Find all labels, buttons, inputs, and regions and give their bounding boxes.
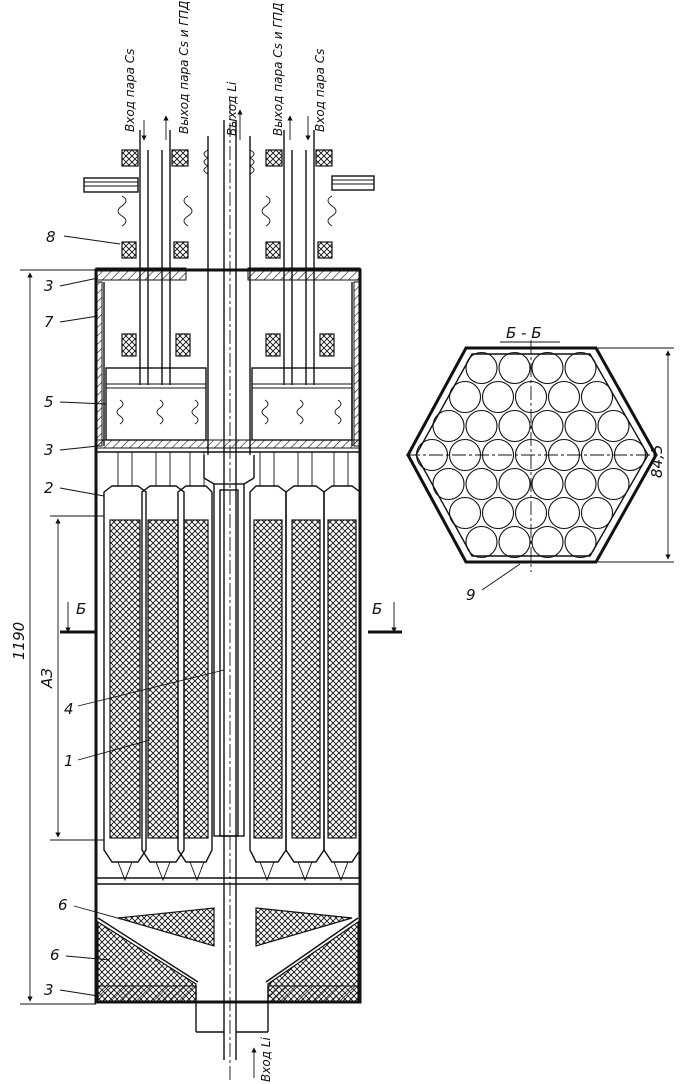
- rod-circle: [564, 409, 597, 443]
- rod-circle: [597, 409, 630, 443]
- leaders: [59, 235, 225, 997]
- flow-arrows: [141, 109, 311, 1078]
- hex-section: [406, 340, 674, 591]
- rod-circle: [531, 467, 564, 501]
- callout-3-bottom: 3: [44, 981, 54, 999]
- rod-circle: [613, 438, 647, 472]
- label-cs-gpd-out-right: Выход пара Cs и ГПД: [271, 3, 285, 136]
- rod-circle: [580, 380, 614, 414]
- rod-circle: [514, 380, 548, 414]
- rod-circle: [498, 467, 531, 501]
- dim-core: АЗ: [38, 668, 56, 689]
- callout-4: 4: [64, 700, 74, 718]
- dim-hex: 84,5: [648, 445, 666, 478]
- label-cs-gpd-out-left: Выход пара Cs и ГПД: [177, 1, 191, 134]
- rod-circle: [514, 496, 548, 530]
- lithium-channel: [203, 100, 255, 1080]
- callout-7: 7: [44, 313, 54, 331]
- section-title: Б - Б: [506, 324, 542, 342]
- rod-circle: [498, 351, 531, 385]
- label-cs-in-left: Вход пара Cs: [123, 49, 137, 132]
- label-cs-in-right: Вход пара Cs: [313, 49, 327, 132]
- rod-circle: [498, 525, 531, 559]
- rod-circle: [564, 525, 597, 559]
- rod-circle: [432, 409, 465, 443]
- rod-circle: [448, 380, 482, 414]
- rod-circle: [531, 409, 564, 443]
- callout-8: 8: [46, 228, 56, 246]
- rod-circle: [432, 467, 465, 501]
- rod-circle: [564, 351, 597, 385]
- rod-circle: [498, 409, 531, 443]
- busbars: [83, 175, 375, 193]
- callout-6-upper: 6: [58, 896, 68, 914]
- rod-circle: [580, 438, 614, 472]
- label-li-out: Выход Li: [225, 81, 239, 136]
- rod-circle: [564, 467, 597, 501]
- rod-circle: [531, 525, 564, 559]
- rod-circle: [448, 438, 482, 472]
- callout-1: 1: [64, 752, 74, 770]
- callout-2: 2: [44, 479, 54, 497]
- callout-6-lower: 6: [50, 946, 60, 964]
- bottom-reflector: [95, 907, 361, 1033]
- rod-circle: [481, 438, 515, 472]
- rod-circle: [597, 467, 630, 501]
- dimensions: [20, 269, 104, 1005]
- plenum-5: [105, 367, 353, 441]
- section-marks: [60, 602, 402, 634]
- rod-circle: [448, 496, 482, 530]
- rod-circle: [547, 496, 581, 530]
- fuel-elements: [103, 452, 361, 882]
- rod-circle: [481, 380, 515, 414]
- callout-3-top: 3: [44, 277, 54, 295]
- callout-9: 9: [466, 586, 476, 604]
- rod-circle: [580, 496, 614, 530]
- left-cs-pipe: [117, 130, 193, 385]
- rod-circle: [514, 438, 548, 472]
- callout-3-mid: 3: [44, 441, 54, 459]
- rod-circle: [547, 438, 581, 472]
- right-cs-pipe: [261, 130, 337, 385]
- rod-circle: [465, 351, 498, 385]
- rod-circle: [531, 351, 564, 385]
- vessel: [94, 267, 362, 1004]
- rod-circle: [465, 409, 498, 443]
- rod-circle: [547, 380, 581, 414]
- label-li-in: Вход Li: [259, 1037, 273, 1082]
- rod-circle: [465, 467, 498, 501]
- rod-circle: [481, 496, 515, 530]
- rod-circle: [465, 525, 498, 559]
- dim-height: 1190: [10, 622, 28, 660]
- rod-circle: [415, 438, 449, 472]
- section-mark-left: Б: [76, 600, 86, 618]
- section-mark-right: Б: [372, 600, 382, 618]
- hex-rods: [415, 351, 647, 559]
- callout-5: 5: [44, 393, 54, 411]
